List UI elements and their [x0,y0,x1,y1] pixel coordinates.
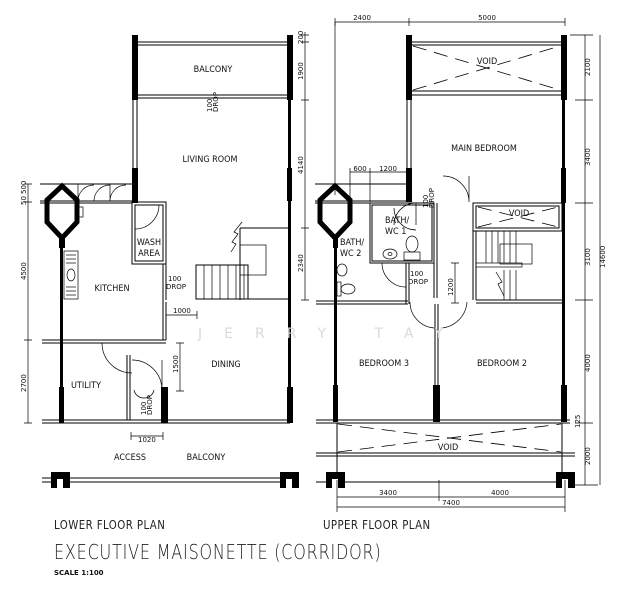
dim-top-600: 600 [353,165,366,173]
upper-floor-plan: VOID MAIN BEDROOM BATH/ WC 1 BATH/ WC 2 … [315,14,607,512]
dim-top-2400: 2400 [353,14,371,22]
dim-right-2100: 2100 [584,58,592,76]
room-label-kitchen: KITCHEN [94,284,129,294]
room-label-dining: DINING [211,360,240,370]
dim-right-0: 200 [297,31,305,44]
scale-note: SCALE 1:100 [54,569,104,577]
dim-right-2000: 2000 [584,447,592,465]
drop-note-value: 100 [168,275,181,283]
room-label-bath-wc2-b: WC 2 [340,249,361,259]
dim-bottom-4000: 4000 [491,489,509,497]
dim-top-5000: 5000 [478,14,496,22]
room-label-bath-wc1-b: WC 1 [385,227,406,237]
room-label-wash-area-1: WASH [137,238,161,248]
lower-floor-plan: BALCONY LIVING ROOM WASH AREA KITCHEN DI… [20,31,309,488]
dim-right-4000: 4000 [584,354,592,372]
dim-right-3: 2340 [297,254,305,272]
room-label-utility: UTILITY [71,381,101,391]
room-label-bedroom-3: BEDROOM 3 [359,359,409,369]
lower-floor-caption: LOWER FLOOR PLAN [54,518,166,532]
dim-overall-14600: 14600 [599,246,607,268]
dim-right-3100: 3100 [584,248,592,266]
dim-inner-1020: 1020 [138,436,156,444]
room-label-main-bedroom: MAIN BEDROOM [451,144,517,154]
dim-left-2: 4500 [20,262,28,280]
room-label-bath-wc1-a: BATH/ [385,216,409,226]
dim-left-0: 50 [20,196,28,205]
room-label-void-stair: VOID [509,209,529,219]
room-label-wash-area-2: AREA [138,249,160,259]
dim-top-1200: 1200 [379,165,397,173]
drop-note-label: DROP [428,188,436,208]
room-label-balcony-top: BALCONY [194,65,233,75]
room-label-void-bottom: VOID [438,443,458,453]
drawing-title: EXECUTIVE MAISONETTE (CORRIDOR) [54,540,382,564]
dim-right-1: 1900 [297,62,305,80]
dim-right-2: 4140 [297,156,305,174]
room-label-bath-wc2-a: BATH/ [340,238,364,248]
dim-inner-1500: 1500 [172,355,180,373]
room-label-balcony-bottom: BALCONY [187,453,226,463]
drop-note-value: 100 [410,270,423,278]
room-label-bedroom-2: BEDROOM 2 [477,359,527,369]
room-label-void-top: VOID [477,57,497,67]
drop-note-value: 100 [422,195,430,208]
upper-floor-caption: UPPER FLOOR PLAN [323,518,431,532]
dim-right-3400: 3400 [584,148,592,166]
room-label-living-room: LIVING ROOM [182,155,237,165]
drop-note-value: 100 [140,402,148,415]
dim-left-3: 2700 [20,374,28,392]
dim-inner-1000: 1000 [173,307,191,315]
drop-note-label: DROP [408,278,428,286]
watermark: JERRY TAY [197,326,465,342]
dim-bottom-7400: 7400 [442,499,460,507]
dim-bottom-3400: 3400 [379,489,397,497]
drop-note-label: DROP [146,395,154,415]
drop-note-value: 100 [206,99,214,112]
dim-inner-1200: 1200 [447,278,455,296]
dim-left-1: 500 [20,181,28,194]
drop-note-label: DROP [166,283,186,291]
drop-note-label: DROP [212,92,220,112]
dim-right-125: 125 [574,415,582,428]
room-label-access: ACCESS [114,453,146,463]
